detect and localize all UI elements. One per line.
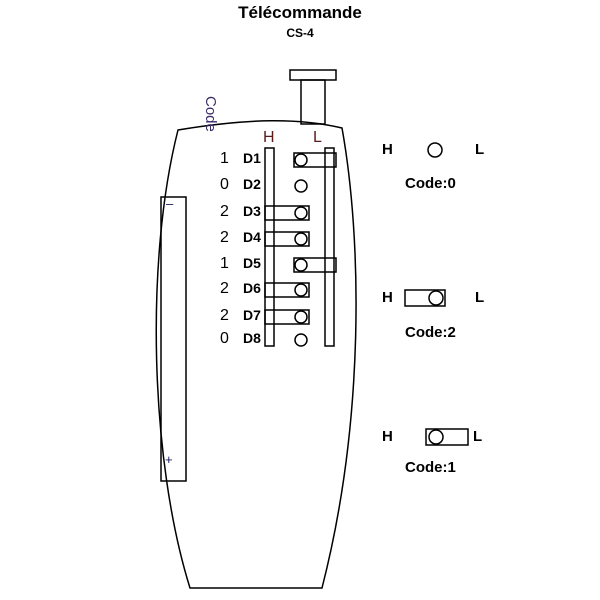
switch-slider-l-5 [293,257,337,273]
legend-knob-3 [428,429,444,445]
switch-layer [264,152,337,347]
switch-knob-7 [294,310,308,324]
switch-code-2: 0 [220,176,229,193]
diagram-subtitle: CS-4 [286,26,314,40]
column-l-label: L [313,129,322,146]
column-h-label: H [263,129,275,146]
switch-slider-h-4 [264,231,310,247]
legend-code-1: Code:0 [405,175,456,192]
switch-knob-2 [294,179,308,193]
l-rail [324,147,335,347]
legend-slider-2 [404,289,446,307]
switch-label-6: D6 [243,280,261,296]
legend-h-label-1: H [382,141,393,158]
legend-l-label-2: L [475,289,485,306]
switch-knob-1 [294,153,308,167]
switch-label-7: D7 [243,307,261,323]
switch-label-2: D2 [243,176,261,192]
legend-layer [404,142,469,446]
switch-knob-8 [294,333,308,347]
switch-label-8: D8 [243,330,261,346]
battery-compartment [160,196,187,482]
h-rail [264,147,275,347]
switch-label-4: D4 [243,229,261,245]
legend-slider-3 [425,428,469,446]
antenna-stem [300,79,326,125]
switch-label-5: D5 [243,255,261,271]
switch-knob-5 [294,258,308,272]
switch-code-8: 0 [220,330,229,347]
switch-code-5: 1 [220,255,229,272]
legend-l-label-3: L [473,428,483,445]
switch-code-6: 2 [220,280,229,297]
switch-slider-h-6 [264,282,310,298]
switch-code-4: 2 [220,229,229,246]
legend-knob-1 [427,142,443,158]
legend-h-label-3: H [382,428,393,445]
switch-code-3: 2 [220,203,229,220]
battery-plus-sign: + [165,452,173,467]
switch-knob-3 [294,206,308,220]
legend-code-3: Code:1 [405,459,456,476]
switch-label-1: D1 [243,150,261,166]
switch-label-3: D3 [243,203,261,219]
antenna-cap [289,69,337,81]
switch-slider-h-3 [264,205,310,221]
diagram-title: Télécommande [238,3,362,22]
switch-code-7: 2 [220,307,229,324]
battery-minus-sign: – [166,196,174,211]
legend-knob-2 [428,290,444,306]
legend-code-2: Code:2 [405,324,456,341]
switch-knob-6 [294,283,308,297]
code-column-header: Code [202,96,219,132]
switch-code-1: 1 [220,150,229,167]
remote-body-outline [155,119,357,589]
switch-knob-4 [294,232,308,246]
legend-l-label-1: L [475,141,485,158]
switch-slider-l-1 [293,152,337,168]
legend-h-label-2: H [382,289,393,306]
switch-slider-h-7 [264,309,310,325]
